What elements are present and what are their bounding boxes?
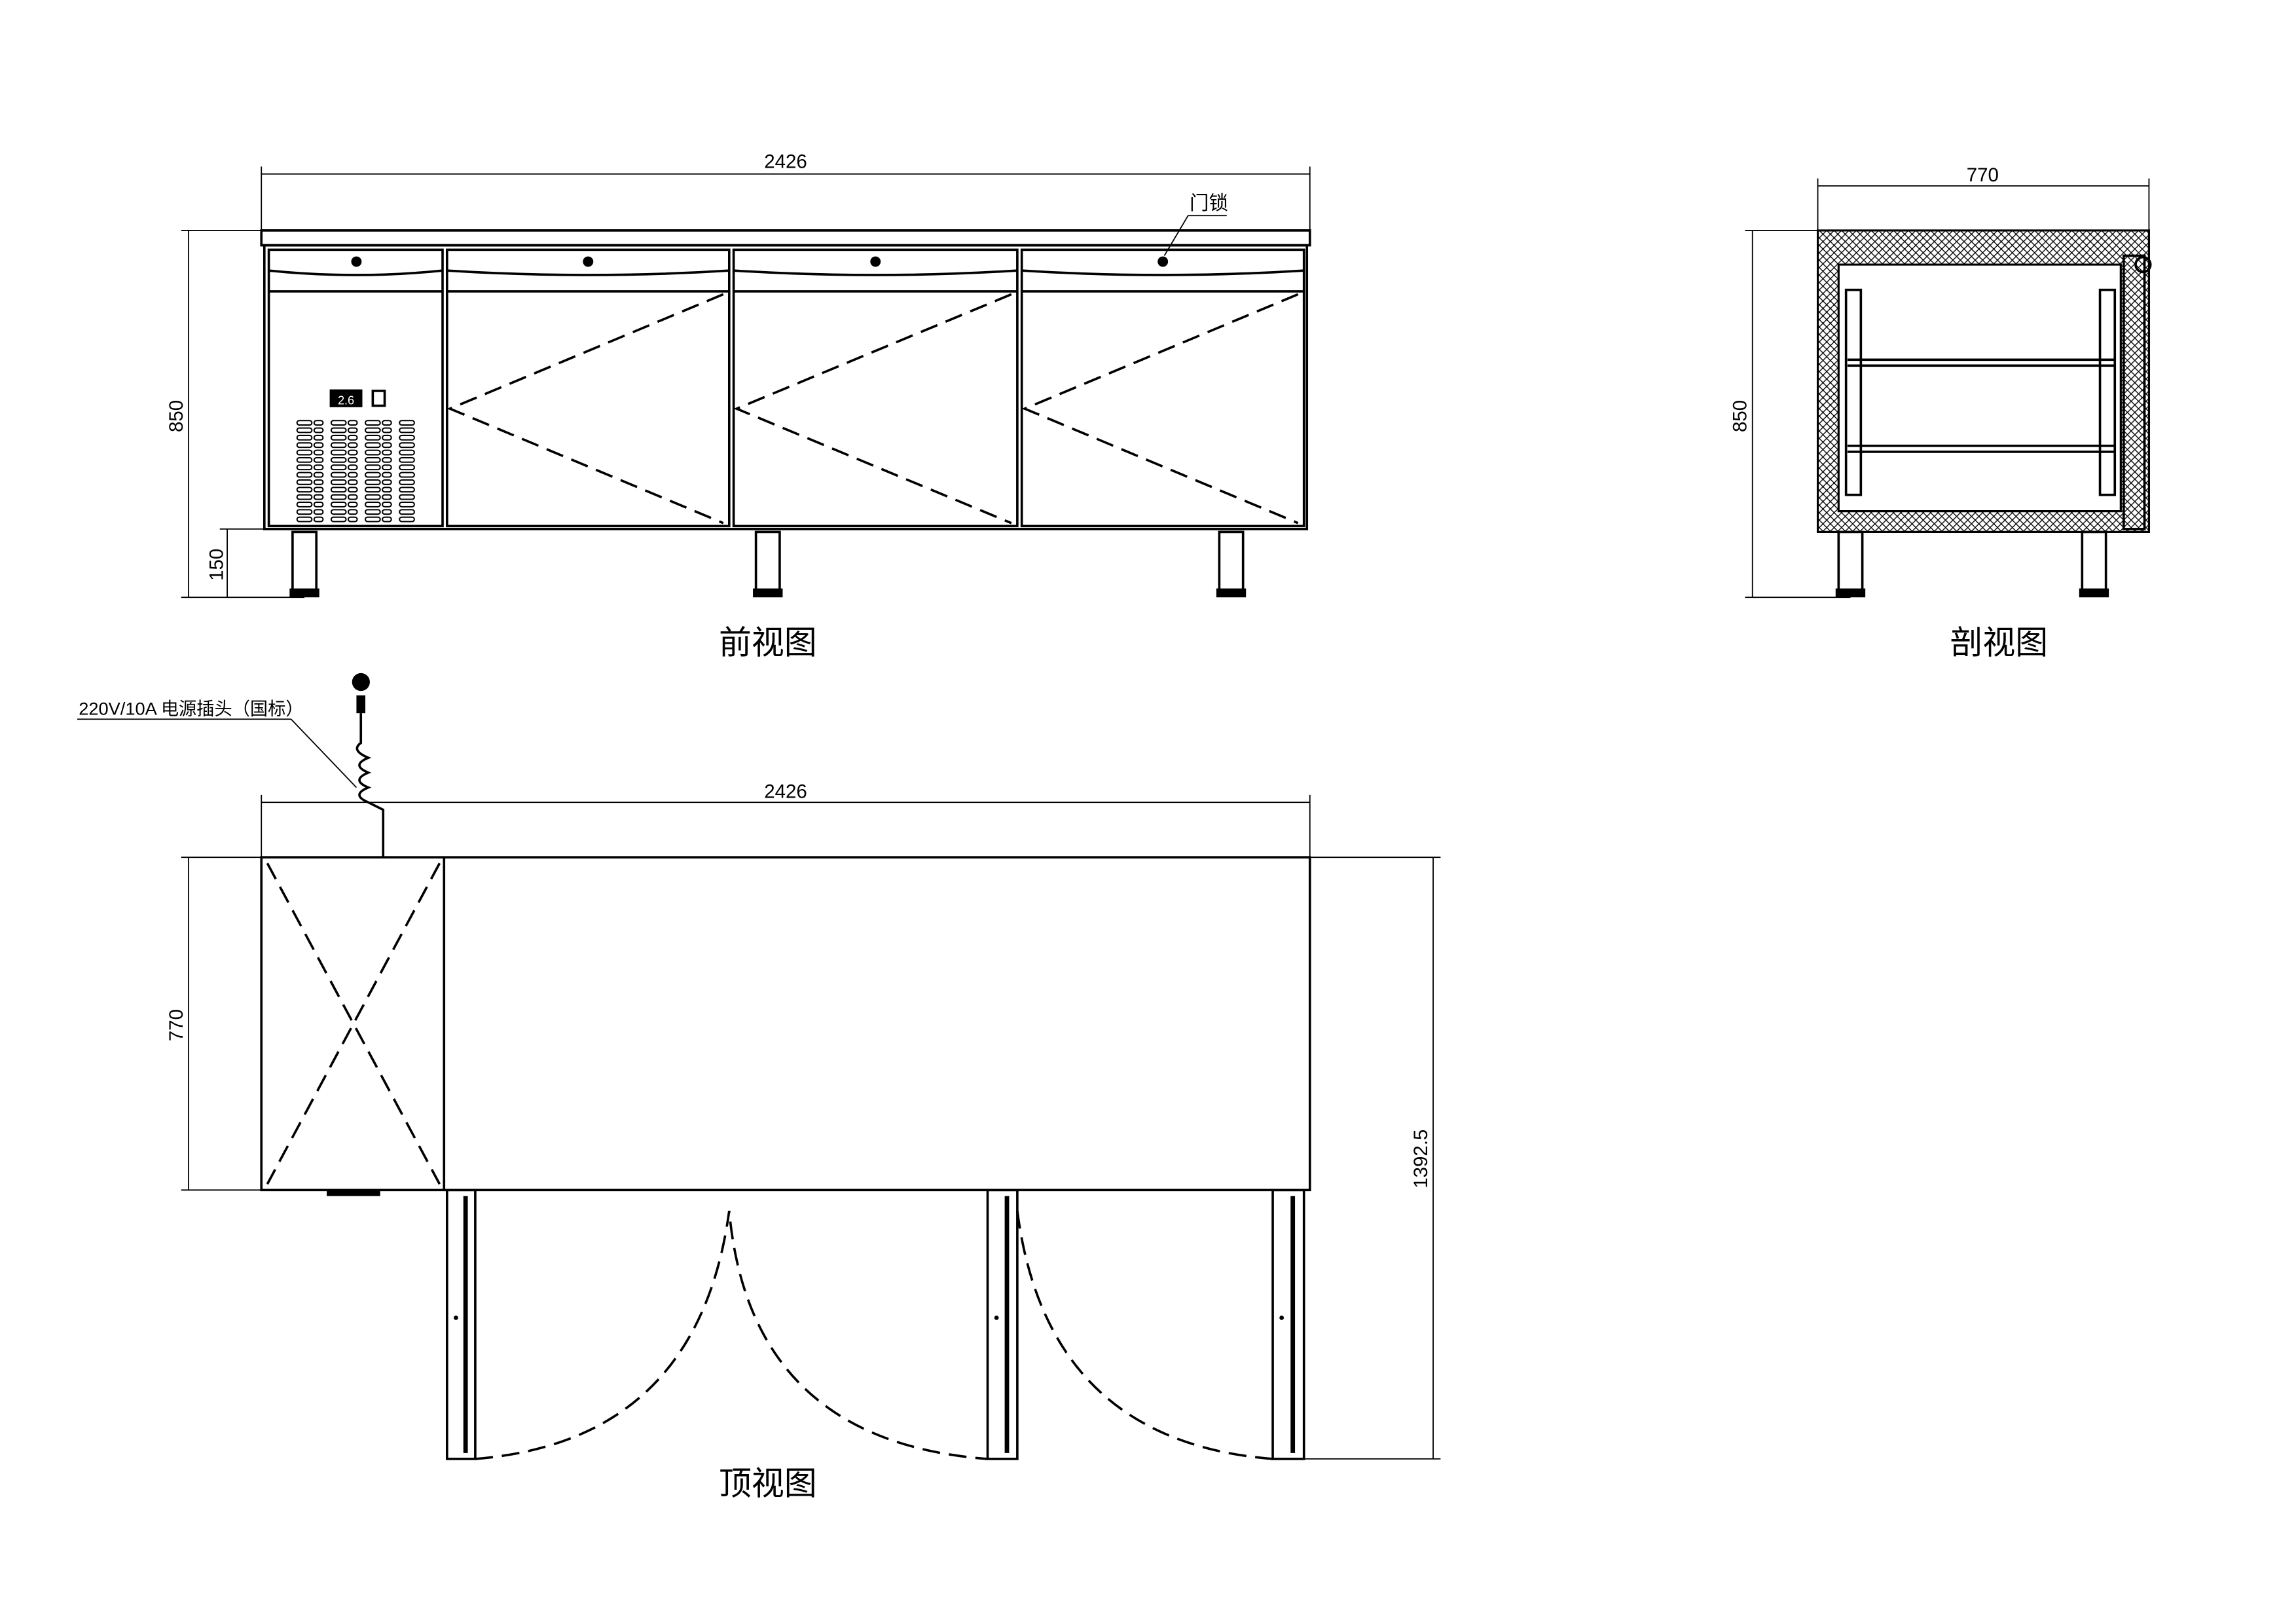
leg <box>291 530 318 593</box>
door-hinge-marker <box>733 293 1012 525</box>
leg <box>1837 530 1864 593</box>
door <box>445 248 731 528</box>
door <box>1020 248 1305 528</box>
door-hinge-marker <box>446 293 724 525</box>
shelf-rail-left <box>1844 288 1863 496</box>
plug-icon <box>352 673 370 692</box>
open-door <box>986 1189 1019 1460</box>
door-section <box>2123 254 2146 530</box>
front-view-title: 前视图 <box>719 624 817 661</box>
lock-icon <box>1157 256 1169 267</box>
power-cord: 220V/10A 电源插头（国标） <box>77 673 385 858</box>
front-legs <box>289 530 1247 598</box>
compressor-area-marker <box>266 862 441 1185</box>
lock-icon <box>351 256 362 267</box>
leg <box>754 530 781 593</box>
open-depth-label: 1392.5 <box>1410 1130 1432 1189</box>
compressor-panel: 2.6 <box>267 248 444 528</box>
front-leg-height-label: 150 <box>206 549 227 581</box>
thermostat-reading: 2.6 <box>338 394 354 407</box>
section-view: 770 850 剖视图 <box>1730 164 2152 661</box>
leg <box>1218 530 1245 593</box>
top-view: 2426 770 1392.5 220V/10A 电源插头（国标） 顶视图 <box>77 673 1441 1502</box>
section-view-title: 剖视图 <box>1950 624 2048 661</box>
lock-callout: 门锁 <box>1163 193 1228 256</box>
insulation-wall <box>1816 229 2151 533</box>
door <box>732 248 1019 528</box>
countertop <box>260 229 1311 247</box>
hinge-icon <box>2134 255 2152 274</box>
front-width-label: 2426 <box>764 151 807 173</box>
door-swing-arc <box>475 1210 988 1460</box>
front-view: 2426 850 150 2.6 <box>166 151 1311 661</box>
power-plug-label: 220V/10A 电源插头（国标） <box>79 698 303 718</box>
door-swing-arc <box>1016 1210 1273 1460</box>
thermostat-display <box>329 389 363 407</box>
door-hinge-marker <box>1021 293 1299 525</box>
top-width-label: 2426 <box>764 781 807 802</box>
open-door <box>445 1189 477 1460</box>
vent-grille <box>296 420 415 523</box>
lock-icon <box>870 256 881 267</box>
front-height-dimension: 850 150 <box>166 230 305 599</box>
front-height-label: 850 <box>166 400 187 432</box>
section-depth-label: 770 <box>1967 164 1999 186</box>
top-depth-label: 770 <box>166 1009 187 1041</box>
shelf-rail-right <box>2098 288 2117 496</box>
power-switch-icon <box>371 390 386 407</box>
top-outline <box>260 856 1311 1192</box>
leg <box>2081 530 2107 593</box>
front-doors <box>445 248 1305 528</box>
open-doors <box>445 1189 1305 1460</box>
top-view-title: 顶视图 <box>719 1465 817 1502</box>
cabinet-body <box>263 244 1309 530</box>
lock-label: 门锁 <box>1190 193 1228 214</box>
open-door <box>1271 1189 1305 1460</box>
lock-icon <box>583 256 594 267</box>
section-height-label: 850 <box>1730 400 1751 432</box>
front-width-dimension: 2426 <box>261 151 1311 231</box>
